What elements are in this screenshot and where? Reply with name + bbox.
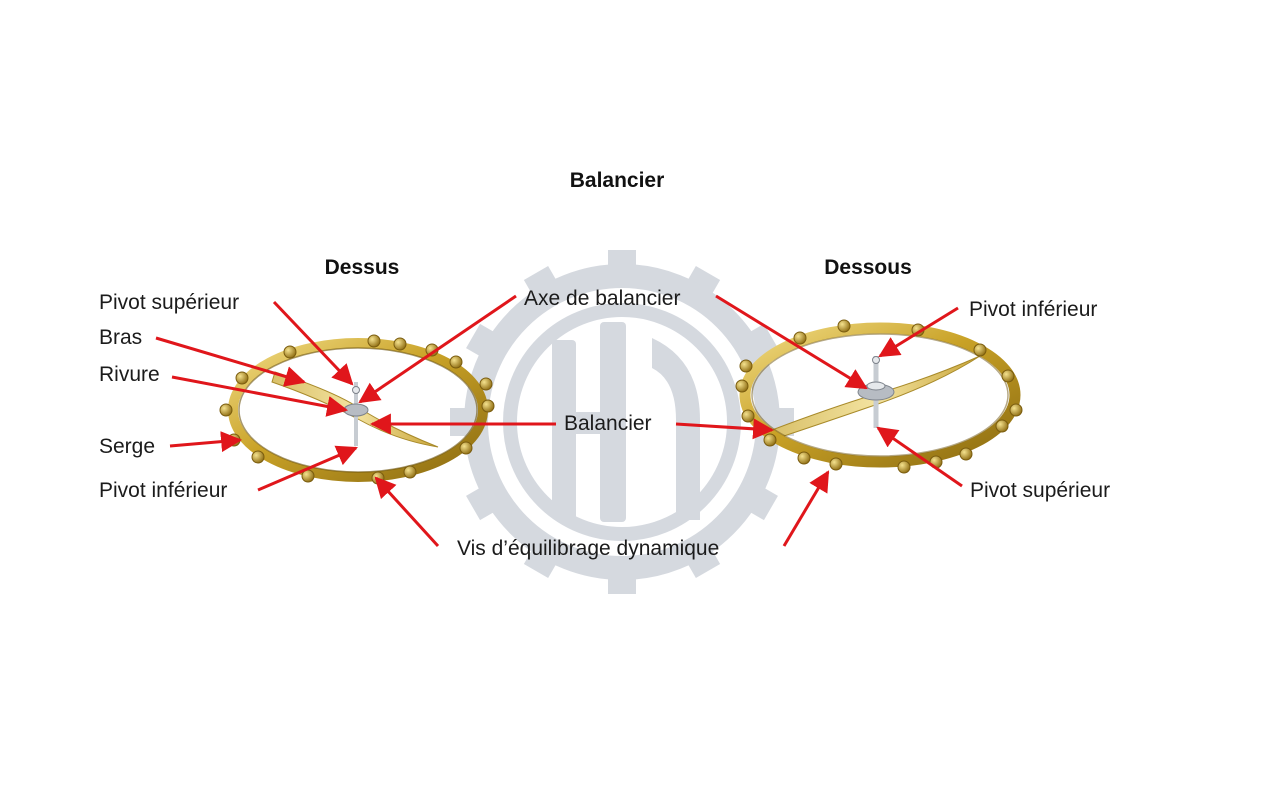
- arrow-bras: [155, 336, 307, 387]
- arrow-pivot-superieur-left: [272, 300, 354, 386]
- arrow-rivure: [171, 375, 349, 417]
- diagram-title: Balancier: [569, 169, 665, 192]
- arrow-pivot-inferieur-right: [878, 306, 959, 358]
- arrow-vis-right: [782, 470, 830, 547]
- arrow-pivot-inferieur-left: [257, 445, 358, 492]
- view-heading-top: Dessus: [324, 256, 400, 279]
- label-pivot-inferieur-left: Pivot inférieur: [99, 479, 228, 502]
- label-pivot-superieur-left: Pivot supérieur: [99, 291, 240, 314]
- label-serge: Serge: [99, 435, 156, 458]
- view-heading-bottom: Dessous: [824, 256, 912, 279]
- arrow-balancier-right: [675, 418, 775, 440]
- label-pivot-inferieur-right: Pivot inférieur: [969, 298, 1098, 321]
- label-balancier: Balancier: [564, 412, 652, 435]
- arrow-pivot-superieur-right: [876, 426, 963, 488]
- arrow-axe-right: [715, 294, 868, 390]
- arrow-vis-left: [374, 476, 440, 548]
- label-vis-equilibrage: Vis d’équilibrage dynamique: [457, 537, 720, 560]
- balance-wheel-bottom-view: [735, 319, 1023, 474]
- arrow-serge: [169, 431, 243, 453]
- label-rivure: Rivure: [99, 363, 160, 386]
- label-bras: Bras: [99, 326, 143, 349]
- arrows: [155, 294, 963, 548]
- label-pivot-superieur-right: Pivot supérieur: [970, 479, 1111, 502]
- label-axe-de-balancier: Axe de balancier: [524, 287, 681, 310]
- arrow-axe-left: [358, 294, 517, 404]
